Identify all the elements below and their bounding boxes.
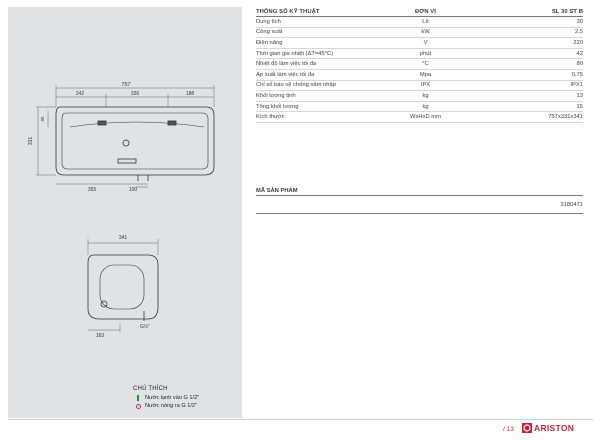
row-label: Chỉ số bảo vệ chống xâm nhập (256, 82, 336, 89)
row-unit: phút (419, 50, 432, 57)
row-label: Điện năng (256, 39, 283, 46)
product-code-section: MÃ SẢN PHẨM 3180471 (256, 186, 583, 214)
row-unit: V (423, 39, 428, 46)
row-value: IPX1 (570, 82, 583, 89)
technical-drawing: 757 242 326 188 331 95 355 100 341 163 G… (28, 82, 215, 339)
page-footer: / 13 ARISTON (0, 419, 601, 440)
table-row: Dung tích Lít 30 (256, 17, 583, 28)
row-value: 0,75 (571, 71, 583, 78)
product-code-value: 3180471 (256, 196, 583, 214)
legend-label-hot: Nước nóng ra G 1/2" (145, 403, 197, 409)
legend: CHÚ THÍCH Nước lạnh vào G 1/2" Nước nóng… (133, 386, 199, 410)
legend-label-cold: Nước lạnh vào G 1/2" (145, 395, 200, 401)
row-value: 757x331x341 (548, 114, 583, 121)
table-row: Khối lượng tịnh kg 13 (256, 91, 583, 102)
row-label: Áp suất làm việc tối đa (256, 71, 315, 78)
row-value: 15 (576, 103, 583, 110)
dim-side-depth: 341 (119, 235, 128, 241)
table-row: Kích thước WxHxD mm 757x331x341 (256, 112, 583, 123)
dim-width: 757 (121, 82, 130, 88)
row-unit: WxHxD mm (410, 114, 441, 121)
ariston-logo-icon (522, 423, 532, 433)
brand-name: ARISTON (534, 423, 575, 433)
spec-table-header: THÔNG SỐ KỸ THUẬT ĐƠN VỊ SL 30 ST B (256, 7, 583, 17)
row-label: Khối lượng tịnh (256, 92, 296, 99)
technical-drawing-panel: 757 242 326 188 331 95 355 100 341 163 G… (8, 7, 242, 418)
dim-left: 242 (76, 91, 85, 97)
table-row: Tổng khối lượng kg 15 (256, 102, 583, 113)
dim-offset: 95 (40, 116, 45, 122)
product-code-title: MÃ SẢN PHẨM (256, 186, 583, 196)
dim-side-pipe: G½" (140, 323, 150, 330)
legend-item-cold: Nước lạnh vào G 1/2" (133, 394, 199, 402)
dim-side-bottom: 163 (96, 333, 105, 339)
header-parameter: THÔNG SỐ KỸ THUẬT (256, 8, 320, 15)
side-view (87, 254, 159, 321)
row-label: Dung tích (256, 18, 281, 25)
header-model: SL 30 ST B (551, 8, 583, 15)
table-row: Nhiệt độ làm việc tối đa °C 80 (256, 59, 583, 70)
row-unit: kW (421, 29, 430, 36)
row-value: 30 (576, 18, 583, 25)
page-number: / 13 (503, 426, 514, 433)
dim-mid: 326 (131, 91, 140, 97)
dim-height: 331 (28, 137, 34, 146)
row-unit: Mpa (419, 71, 432, 78)
legend-item-hot: Nước nóng ra G 1/2" (133, 402, 199, 410)
row-label: Tổng khối lượng (256, 103, 299, 110)
legend-title: CHÚ THÍCH (133, 386, 168, 392)
row-unit: IPX (420, 82, 431, 89)
table-row: Điện năng V 220 (256, 38, 583, 49)
table-row: Chỉ số bảo vệ chống xâm nhập IPX IPX1 (256, 81, 583, 92)
row-value: 80 (576, 61, 583, 68)
dim-bottom-gap: 100 (129, 187, 138, 193)
hot-water-icon (133, 403, 143, 409)
row-unit: °C (422, 61, 429, 68)
table-row: Áp suất làm việc tối đa Mpa 0,75 (256, 70, 583, 81)
dim-right: 188 (186, 91, 195, 97)
cold-water-icon (133, 395, 143, 401)
ariston-logo: ARISTON (522, 423, 574, 433)
table-row: Thời gian gia nhiệt (ΔT=45°C) phút 42 (256, 49, 583, 60)
row-unit: Lít (422, 18, 429, 25)
row-label: Thời gian gia nhiệt (ΔT=45°C) (256, 50, 334, 57)
row-unit: kg (422, 92, 429, 99)
row-label: Nhiệt độ làm việc tối đa (256, 61, 317, 68)
row-value: 42 (576, 50, 583, 57)
row-label: Kích thước (256, 114, 285, 121)
footer-divider (8, 419, 593, 420)
row-unit: kg (422, 103, 429, 110)
dim-bottom-left: 355 (88, 187, 97, 193)
header-unit: ĐƠN VỊ (414, 8, 436, 15)
front-view (55, 106, 215, 181)
row-value: 13 (576, 92, 583, 99)
row-value: 220 (573, 39, 583, 46)
table-row: Công suất kW 2,5 (256, 28, 583, 39)
row-label: Công suất (256, 29, 283, 36)
spec-table: THÔNG SỐ KỸ THUẬT ĐƠN VỊ SL 30 ST B Dung… (256, 7, 583, 123)
row-value: 2,5 (574, 29, 583, 36)
